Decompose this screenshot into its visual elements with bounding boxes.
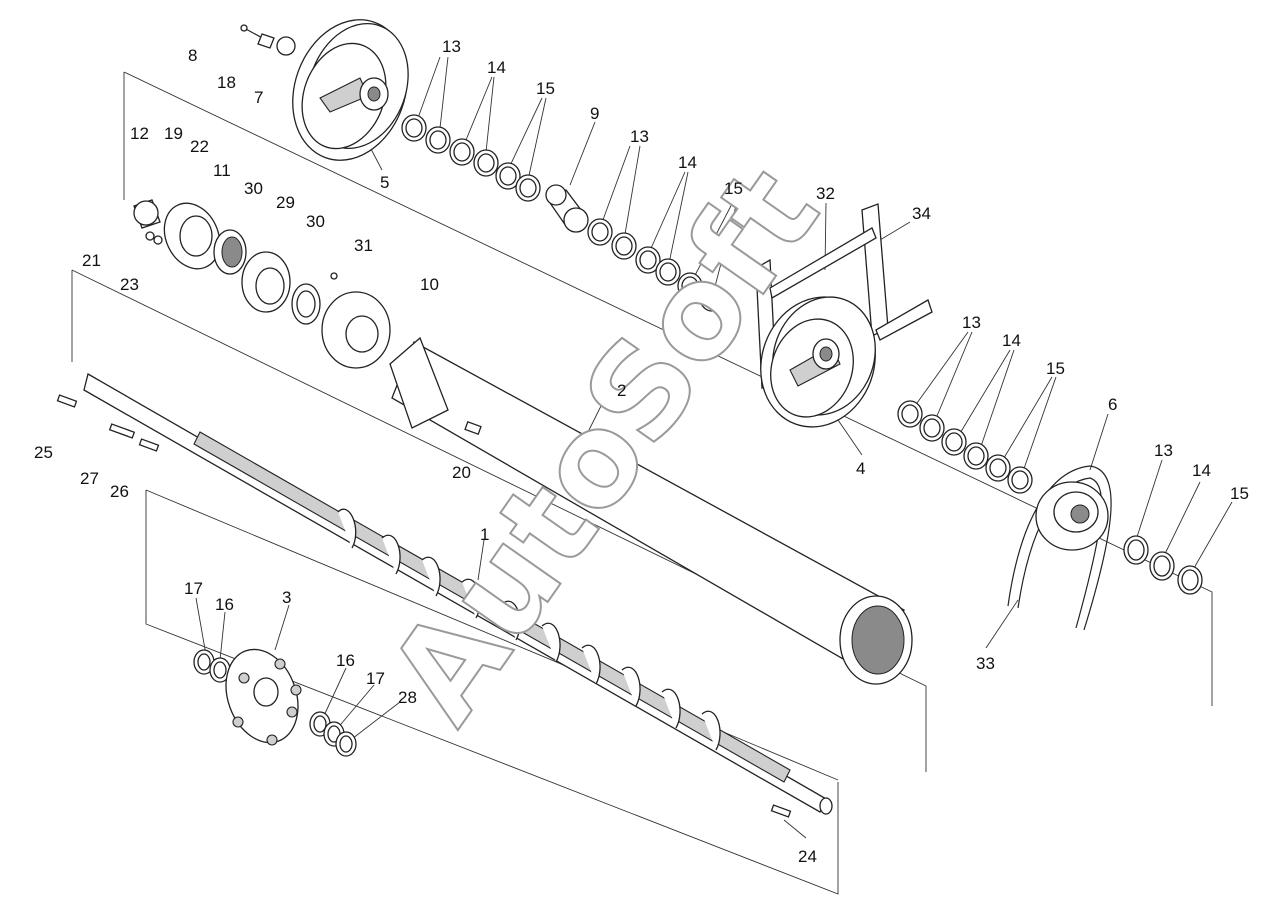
label-1: 1 — [480, 525, 489, 544]
label-32: 32 — [816, 184, 835, 203]
label-29: 29 — [276, 193, 295, 212]
label-10: 10 — [420, 275, 439, 294]
label-24: 24 — [798, 847, 817, 866]
label-19: 19 — [164, 124, 183, 143]
leader-lines — [195, 56, 1233, 839]
label-11: 11 — [213, 161, 231, 180]
label-16-b: 16 — [336, 651, 355, 670]
label-13-c: 13 — [962, 313, 981, 332]
keys — [56, 394, 792, 818]
label-4: 4 — [856, 459, 865, 478]
bushing-9 — [545, 184, 589, 233]
frame-lines — [71, 71, 1213, 895]
label-15-c: 15 — [1046, 359, 1065, 378]
belt-33 — [1007, 465, 1112, 631]
label-17-a: 17 — [184, 579, 203, 598]
label-34: 34 — [912, 204, 931, 223]
ring-set-right — [1123, 535, 1203, 595]
label-13-d: 13 — [1154, 441, 1173, 460]
label-3: 3 — [282, 588, 291, 607]
label-14-b: 14 — [678, 153, 697, 172]
ring-set-upper — [401, 114, 541, 202]
pulley-4 — [760, 296, 876, 428]
ring-set-middle — [587, 218, 725, 312]
label-30-b: 30 — [306, 212, 325, 231]
label-20: 20 — [452, 463, 471, 482]
label-23: 23 — [120, 275, 139, 294]
label-16-a: 16 — [215, 595, 234, 614]
label-17-b: 17 — [366, 669, 385, 688]
bolt-8 — [240, 24, 296, 56]
label-14-c: 14 — [1002, 331, 1021, 350]
label-14-d: 14 — [1192, 461, 1211, 480]
label-13-b: 13 — [630, 127, 649, 146]
label-15-b: 15 — [724, 179, 743, 198]
label-28: 28 — [398, 688, 417, 707]
hub-3 — [193, 648, 357, 757]
label-14-a: 14 — [487, 58, 506, 77]
label-27: 27 — [80, 469, 99, 488]
tube-2 — [389, 336, 913, 685]
label-18: 18 — [217, 73, 236, 92]
label-5: 5 — [380, 173, 389, 192]
label-8: 8 — [188, 46, 197, 65]
label-9: 9 — [590, 104, 599, 123]
label-31: 31 — [354, 236, 373, 255]
label-2: 2 — [617, 381, 626, 400]
label-7: 7 — [254, 88, 263, 107]
part-labels: 8 18 7 13 14 15 5 9 13 14 15 32 34 12 19… — [34, 37, 1249, 866]
label-33: 33 — [976, 654, 995, 673]
label-30-a: 30 — [244, 179, 263, 198]
label-6: 6 — [1108, 395, 1117, 414]
label-22: 22 — [190, 137, 209, 156]
auger-1 — [83, 373, 833, 815]
label-12: 12 — [130, 124, 149, 143]
label-26: 26 — [110, 482, 129, 501]
pulley-5 — [292, 19, 409, 161]
label-15-d: 15 — [1230, 484, 1249, 503]
label-21: 21 — [82, 251, 101, 270]
label-15-a: 15 — [536, 79, 555, 98]
ring-set-lower — [897, 400, 1033, 494]
label-25: 25 — [34, 443, 53, 462]
pulley-6 — [1035, 481, 1109, 551]
bearing-assembly — [133, 199, 391, 369]
label-13-a: 13 — [442, 37, 461, 56]
